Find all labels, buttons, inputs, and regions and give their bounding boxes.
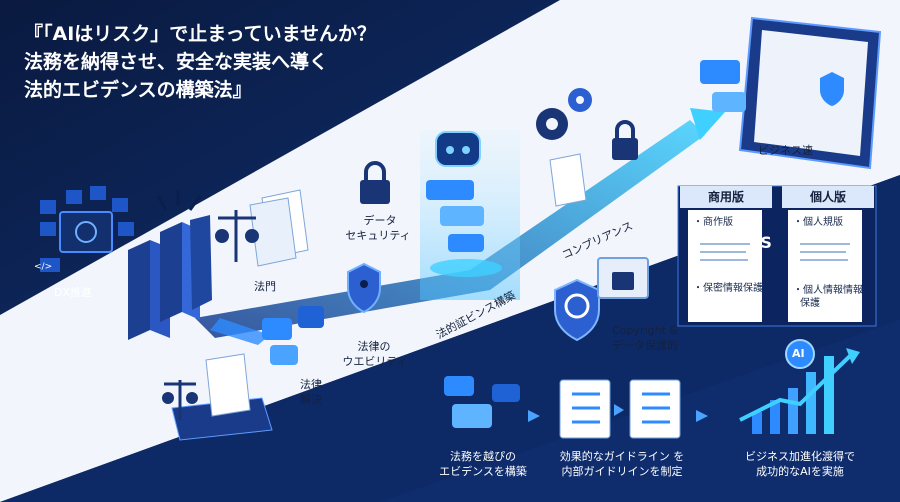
growth-chart-icon [739,339,860,434]
step-2-line-1: 効果的なガイドライン を [559,450,685,463]
ai-badge-icon: AI [792,347,805,360]
vs-label: VS [748,233,772,252]
gears-icon [536,88,592,140]
personal-item: ・個人情報情報 [793,285,863,296]
commercial-title: 商用版 [707,190,744,204]
step-chat-icon [444,376,520,428]
title-line-1: 『「AIはリスク」で止まっていませんか？ [24,23,376,45]
code-tag-icon: </> [34,262,53,272]
label-copyright-2: データ保護的 [612,339,678,352]
label-dx: DX推進 [54,286,93,299]
step-arrow-3 [696,410,708,422]
personal-item: ・個人規版 [793,217,843,228]
label-copyright-1: Copyright & [612,324,678,337]
label-legal-usability-2: ウエビリティ [342,355,408,368]
label-business-speed: ビジネス速 [758,144,813,157]
step-1-line-1: 法務を越ぴの [450,450,516,463]
label-legal-usability-1: 法律の [357,340,391,353]
title-line-2: 法務を納得させ、安全な実装へ導く [24,51,329,73]
personal-item: 保護 [800,298,820,309]
commercial-item: ・保密情報保護 [693,283,763,294]
label-data-security-2: セキュリティ [345,229,411,242]
step-2-line-2: 内部ガイドリインを制定 [561,465,683,478]
step-3-line-2: 成功的なAIを実施 [756,465,844,478]
commercial-item: ・商作版 [693,217,733,228]
lock-icon [360,161,390,204]
copyright-icon [554,257,649,342]
step-checklist-icon [559,379,681,439]
compliance-document-icon [549,120,638,207]
title-line-3: 法的エビデンスの構築法』 [24,79,252,101]
legal-document-icon [215,189,309,267]
ai-robot-icon [420,130,520,300]
page-title: 『「AIはリスク」で止まっていませんか？ 法務を納得させ、安全な実装へ導く 法的… [24,20,376,104]
comparison-panel [677,185,877,327]
label-legal-solution-2: 解決 [300,393,322,406]
step-1-line-2: エビデンスを構築 [439,465,527,478]
label-data-security-1: データ [363,214,397,227]
step-arrow-2 [614,404,624,416]
personal-title: 個人版 [809,190,846,204]
label-legal-solution-1: 法律 [300,378,322,391]
step-3-line-1: ビジネス加進化渡得で [745,450,855,463]
barrier-pillars-icon [128,190,212,340]
shield-icon [347,262,381,314]
chat-bubbles-icon [262,306,324,365]
step-arrow-1 [528,410,540,422]
label-houmon: 法門 [254,280,276,293]
monitor-icon [700,16,882,170]
arrow-head [690,108,725,140]
dx-cluster-icon [40,186,134,272]
scales-justice-icon [162,353,273,441]
